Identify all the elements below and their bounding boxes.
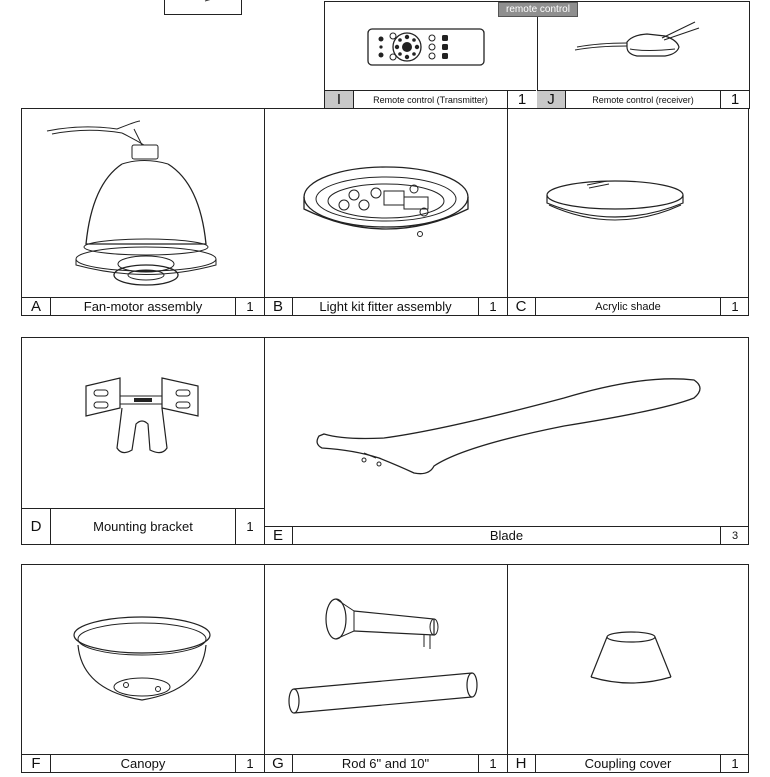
remote-transmitter-icon [367, 28, 485, 66]
row1-section [21, 108, 749, 316]
blade-icon [316, 378, 701, 475]
part-letter: C [507, 298, 536, 315]
part-label-a: A Fan-motor assembly 1 [22, 297, 264, 315]
row2-section [21, 337, 749, 545]
part-cell-d: D Mounting bracket 1 [22, 338, 264, 544]
part-cell-i: I Remote control (Transmitter) 1 [325, 2, 536, 108]
row3-divider-2 [507, 565, 508, 772]
part-cell-h: H Coupling cover 1 [507, 565, 749, 772]
fan-motor-icon [46, 120, 217, 286]
part-name: Mounting bracket [93, 519, 193, 534]
part-cell-c: C Acrylic shade 1 [507, 109, 749, 315]
mounting-bracket-illustration [22, 338, 264, 508]
remote-control-tag: remote control [498, 2, 578, 17]
cropped-box [164, 0, 242, 15]
coupling-cover-icon [590, 631, 672, 684]
part-label-f: F Canopy 1 [22, 754, 264, 772]
light-kit-icon [303, 166, 469, 237]
part-quantity: 1 [235, 298, 264, 315]
row1-divider-2 [507, 109, 508, 315]
part-letter: I [325, 91, 354, 108]
part-quantity: 1 [720, 755, 749, 772]
part-name: Light kit fitter assembly [319, 299, 452, 314]
canopy-illustration [22, 565, 264, 754]
part-name: Remote control (Transmitter) [373, 94, 488, 105]
part-cell-g: G Rod 6" and 10" 1 [264, 565, 507, 772]
part-quantity: 1 [720, 91, 749, 108]
part-name: Canopy [120, 756, 166, 771]
part-label-b: B Light kit fitter assembly 1 [264, 297, 507, 315]
canopy-icon [73, 616, 211, 701]
part-name: Blade [489, 528, 524, 543]
part-cell-e: E Blade 3 [264, 338, 749, 544]
part-quantity: 1 [720, 298, 749, 315]
part-label-d: D Mounting bracket 1 [22, 508, 264, 544]
part-cell-f: F Canopy 1 [22, 565, 264, 772]
part-name: Acrylic shade [595, 300, 661, 313]
part-name: Fan-motor assembly [83, 299, 203, 314]
remote-divider [537, 2, 538, 108]
row3-section [21, 564, 749, 773]
cropped-illustration [204, 0, 211, 2]
fan-motor-illustration [22, 109, 264, 297]
rod-illustration [264, 565, 507, 754]
part-quantity: 1 [235, 509, 264, 544]
part-quantity: 1 [478, 298, 507, 315]
part-label-h: H Coupling cover 1 [507, 754, 749, 772]
part-label-g: G Rod 6" and 10" 1 [264, 754, 507, 772]
part-letter: G [264, 755, 293, 772]
remote-receiver-icon [574, 21, 700, 57]
part-label-e: E Blade 3 [264, 526, 749, 544]
part-name: Remote control (receiver) [592, 94, 694, 105]
part-cell-j: J Remote control (receiver) 1 [537, 2, 749, 108]
row3-divider-1 [264, 565, 265, 772]
part-label-i: I Remote control (Transmitter) 1 [325, 90, 536, 108]
blade-illustration [264, 338, 749, 526]
part-name: Rod 6" and 10" [341, 756, 430, 771]
part-letter: D [22, 509, 51, 544]
part-label-j: J Remote control (receiver) 1 [537, 90, 749, 108]
remote-receiver-illustration [537, 2, 749, 90]
part-label-c: C Acrylic shade 1 [507, 297, 749, 315]
part-quantity: 3 [720, 527, 749, 544]
part-letter: H [507, 755, 536, 772]
coupling-cover-illustration [507, 565, 749, 754]
row1-divider-1 [264, 109, 265, 315]
part-letter: B [264, 298, 293, 315]
part-quantity: 1 [235, 755, 264, 772]
rod-icon [288, 598, 478, 714]
part-quantity: 1 [478, 755, 507, 772]
remote-transmitter-illustration [325, 2, 536, 90]
part-quantity: 1 [507, 91, 536, 108]
row2-divider [264, 338, 265, 544]
light-kit-illustration [264, 109, 507, 297]
part-letter: F [22, 755, 51, 772]
part-cell-a: A Fan-motor assembly 1 [22, 109, 264, 315]
acrylic-shade-illustration [507, 109, 749, 297]
part-name: Coupling cover [584, 756, 672, 771]
part-letter: J [537, 91, 566, 108]
mounting-bracket-icon [85, 377, 199, 454]
part-cell-b: B Light kit fitter assembly 1 [264, 109, 507, 315]
part-letter: E [264, 527, 293, 544]
part-letter: A [22, 298, 51, 315]
acrylic-shade-icon [546, 180, 684, 221]
